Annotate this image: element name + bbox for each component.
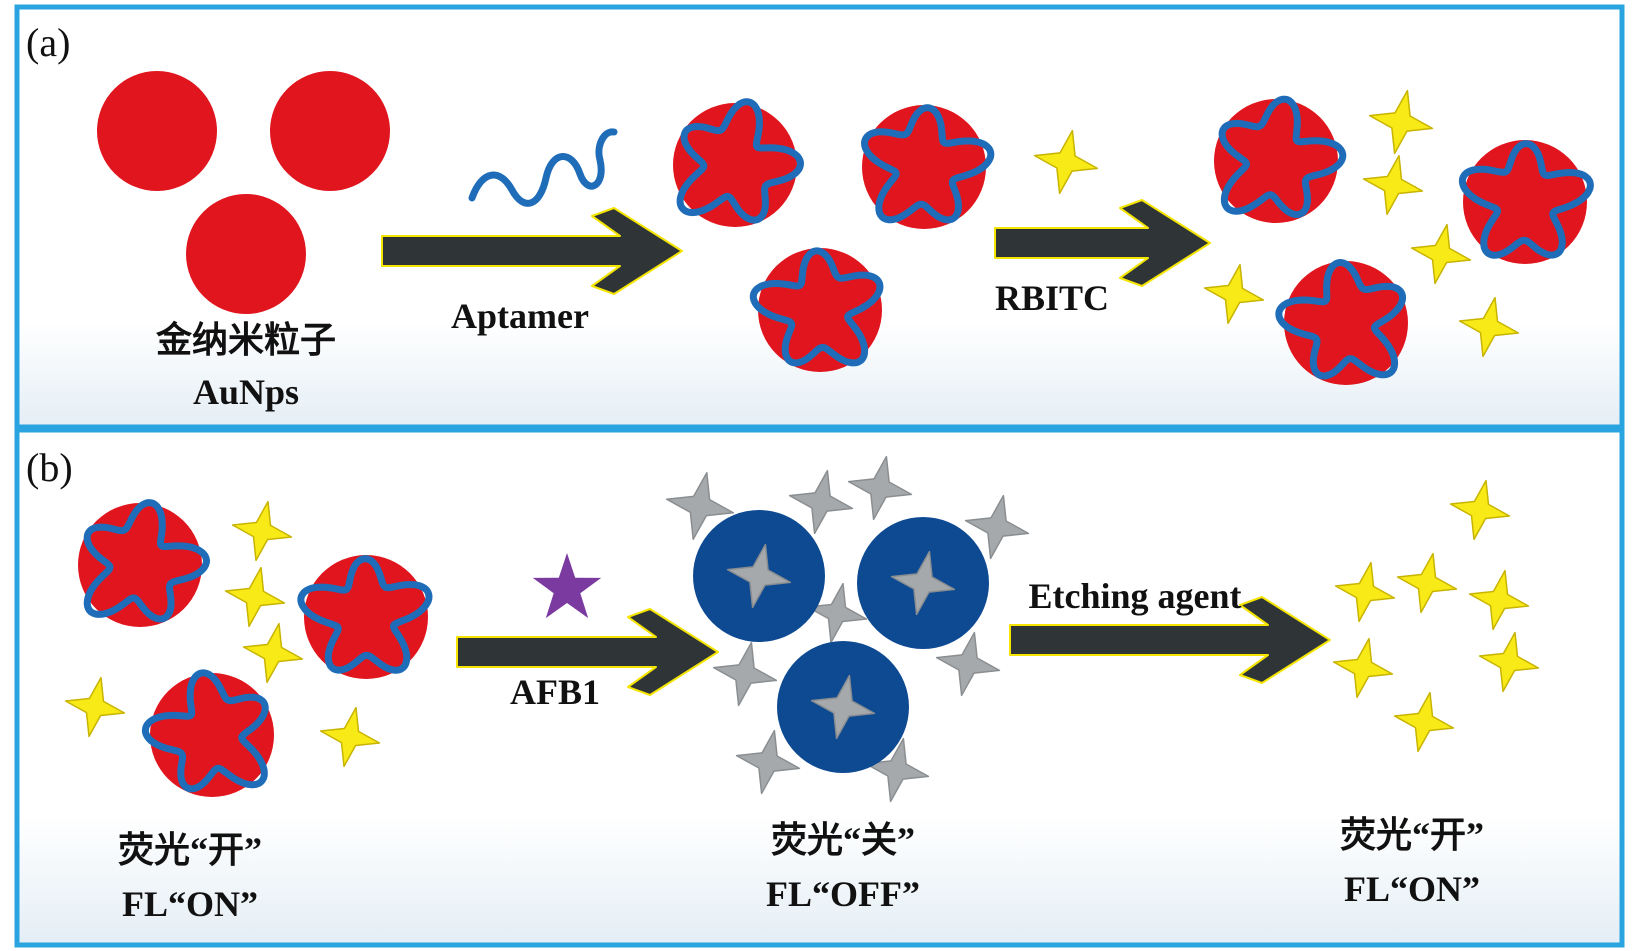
arrow-shape (994, 199, 1211, 287)
arrow-afb1 (456, 608, 719, 696)
rbitc-star-icon (1368, 89, 1434, 155)
grey-star-icon (890, 550, 956, 616)
rbitc-star-icon (231, 500, 293, 562)
arrow-etching-label: Etching agent (1028, 576, 1241, 616)
rbitc-star-icon (224, 566, 286, 628)
state-mid-cn: 荧光“关” (771, 820, 915, 860)
state-left-en: FL“ON” (122, 884, 258, 924)
grey-star-icon (788, 469, 854, 535)
arrow-rbitc-label: RBITC (995, 278, 1109, 318)
arrow-aptamer (381, 207, 683, 295)
aptamer-coating (83, 499, 210, 623)
aptamer-coating (1218, 95, 1347, 219)
panel-b-tag: (b) (26, 445, 73, 490)
aunp-label-en: AuNps (193, 372, 299, 412)
grey-star-icon (935, 631, 1001, 697)
arrow-shape (1009, 596, 1331, 684)
rbitc-star-cluster (1203, 89, 1520, 358)
aunp-label-cn: 金纳米粒子 (155, 319, 336, 360)
arrow-etching (1009, 596, 1331, 684)
rbitc-star-icon (1332, 637, 1394, 699)
state-mid-en: FL“OFF” (766, 874, 920, 914)
bare-aunp-group (97, 71, 390, 314)
grey-star-icon (964, 494, 1030, 560)
rbitc-star-icon (1203, 263, 1265, 325)
rbitc-star-icon (1393, 691, 1455, 753)
fl-on-star-cluster (64, 500, 381, 768)
grey-star-icon (735, 729, 801, 795)
state-left-cn: 荧光“开” (118, 830, 262, 870)
fl-on-aunp-group (78, 499, 433, 797)
rbitc-star-icon (1362, 154, 1424, 216)
aggregated-aunp-group (665, 455, 1030, 803)
arrow-aptamer-label: Aptamer (451, 296, 589, 336)
bare-aunp (97, 71, 217, 191)
grey-star-icon (726, 543, 792, 609)
rbitc-star-icon (319, 706, 381, 768)
aptamer-coating (1275, 259, 1407, 380)
rbitc-star-icon (1410, 223, 1472, 285)
rbitc-star-icon (242, 622, 304, 684)
rbitc-star-icon (1458, 296, 1520, 358)
arrow-afb1-label: AFB1 (510, 672, 600, 712)
bare-aunp (270, 71, 390, 191)
arrow-shape (456, 608, 719, 696)
aptamer-strand (468, 128, 618, 207)
grey-star-icon (847, 455, 913, 521)
rbitc-star-icon (1396, 552, 1458, 614)
rbitc-star-icon (1468, 569, 1530, 631)
aptamer-coating (676, 98, 804, 224)
rbitc-star-group (1033, 129, 1099, 195)
aptamer-coating (749, 247, 884, 367)
rbitc-star-icon (1449, 479, 1511, 541)
arrow-rbitc (994, 199, 1211, 287)
afb1-star-shape (532, 553, 602, 619)
rbitc-star-icon (64, 676, 126, 738)
state-right-en: FL“ON” (1344, 869, 1480, 909)
aptamer-coating (297, 555, 433, 674)
grey-star-icon (665, 471, 735, 541)
grey-star-icon (864, 737, 930, 803)
aptamer-coating (141, 669, 269, 793)
afb1-star-icon (532, 553, 602, 619)
rbitc-star-icon (1033, 129, 1099, 195)
aptamer-coating (1458, 140, 1594, 259)
aunp-core (1284, 261, 1408, 385)
rbitc-star-icon (1478, 631, 1540, 693)
grey-star-icon (810, 674, 876, 740)
released-star-cluster (1332, 479, 1540, 753)
coated-aunp-rbitc-group (1214, 95, 1594, 385)
grey-star-icon (712, 641, 778, 707)
bare-aunp (186, 194, 306, 314)
arrow-shape (381, 207, 683, 295)
aptamer-coating (861, 104, 995, 224)
panel-a-tag: (a) (26, 20, 70, 65)
aptamer-coated-aunp-group (673, 98, 995, 372)
state-right-cn: 荧光“开” (1340, 815, 1484, 855)
rbitc-star-icon (1334, 561, 1396, 623)
